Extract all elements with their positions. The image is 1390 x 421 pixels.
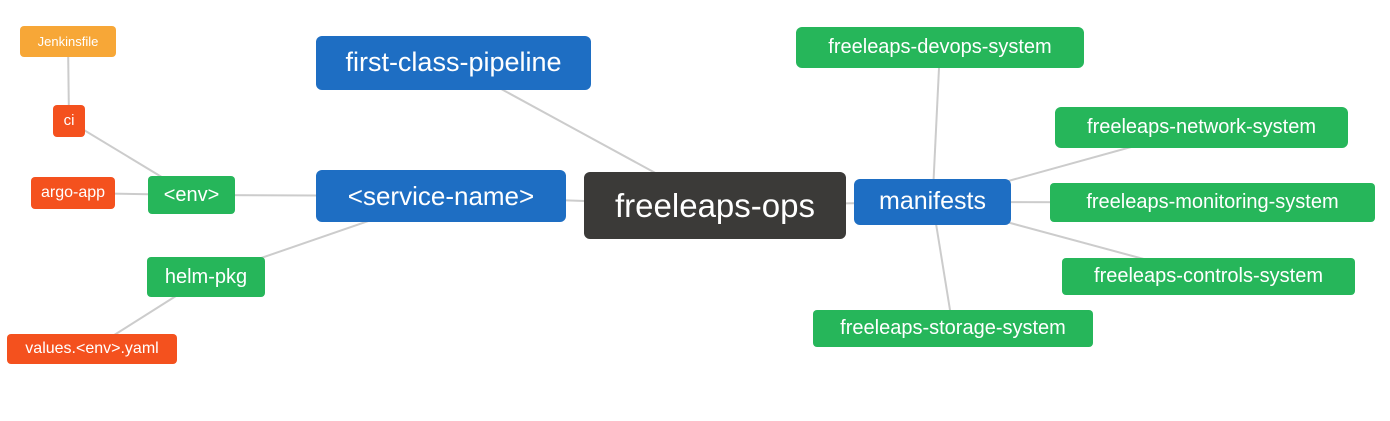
mindmap-node-label: <service-name> bbox=[347, 180, 535, 211]
node-freeleaps-devops-system[interactable]: freeleaps-devops-system bbox=[796, 27, 1084, 68]
mindmap-node-label: freeleaps-network-system bbox=[1087, 116, 1316, 138]
mindmap-node-label: argo-app bbox=[40, 183, 106, 201]
mindmap-node-label: first-class-pipeline bbox=[345, 47, 562, 77]
node-jenkinsfile[interactable]: Jenkinsfile bbox=[20, 26, 116, 57]
mindmap-node-label: helm-pkg bbox=[164, 265, 248, 288]
mindmap-node-label: freeleaps-devops-system bbox=[828, 36, 1052, 58]
node-manifests[interactable]: manifests bbox=[854, 179, 1011, 225]
node-freeleaps-storage-system[interactable]: freeleaps-storage-system bbox=[813, 310, 1093, 347]
node-freeleaps-monitoring-system[interactable]: freeleaps-monitoring-system bbox=[1050, 183, 1375, 222]
edge-freeleaps-devops-system--manifests bbox=[931, 47, 941, 203]
node-service-name[interactable]: <service-name> bbox=[316, 170, 566, 222]
node-freeleaps-ops[interactable]: freeleaps-ops bbox=[584, 172, 846, 239]
node-helm-pkg[interactable]: helm-pkg bbox=[147, 257, 265, 297]
mindmap-node-label: ci bbox=[63, 112, 75, 129]
mindmap-node-label: Jenkinsfile bbox=[37, 33, 99, 49]
mindmap-node-label: freeleaps-controls-system bbox=[1094, 265, 1323, 287]
mindmap-node-label: freeleaps-ops bbox=[615, 186, 815, 224]
node-env[interactable]: <env> bbox=[148, 176, 235, 214]
mindmap-node-label: freeleaps-monitoring-system bbox=[1086, 191, 1339, 213]
node-first-class-pipeline[interactable]: first-class-pipeline bbox=[316, 36, 591, 90]
node-ci[interactable]: ci bbox=[53, 105, 85, 137]
mindmap-node-label: freeleaps-storage-system bbox=[840, 317, 1066, 339]
mindmap-node-label: values.<env>.yaml bbox=[25, 339, 159, 357]
node-freeleaps-controls-system[interactable]: freeleaps-controls-system bbox=[1062, 258, 1355, 295]
node-argo-app[interactable]: argo-app bbox=[31, 177, 115, 209]
node-values-env-yaml[interactable]: values.<env>.yaml bbox=[7, 334, 177, 364]
node-freeleaps-network-system[interactable]: freeleaps-network-system bbox=[1055, 107, 1348, 148]
mindmap-node-label: <env> bbox=[163, 183, 220, 206]
mindmap-node-label: manifests bbox=[879, 187, 986, 215]
